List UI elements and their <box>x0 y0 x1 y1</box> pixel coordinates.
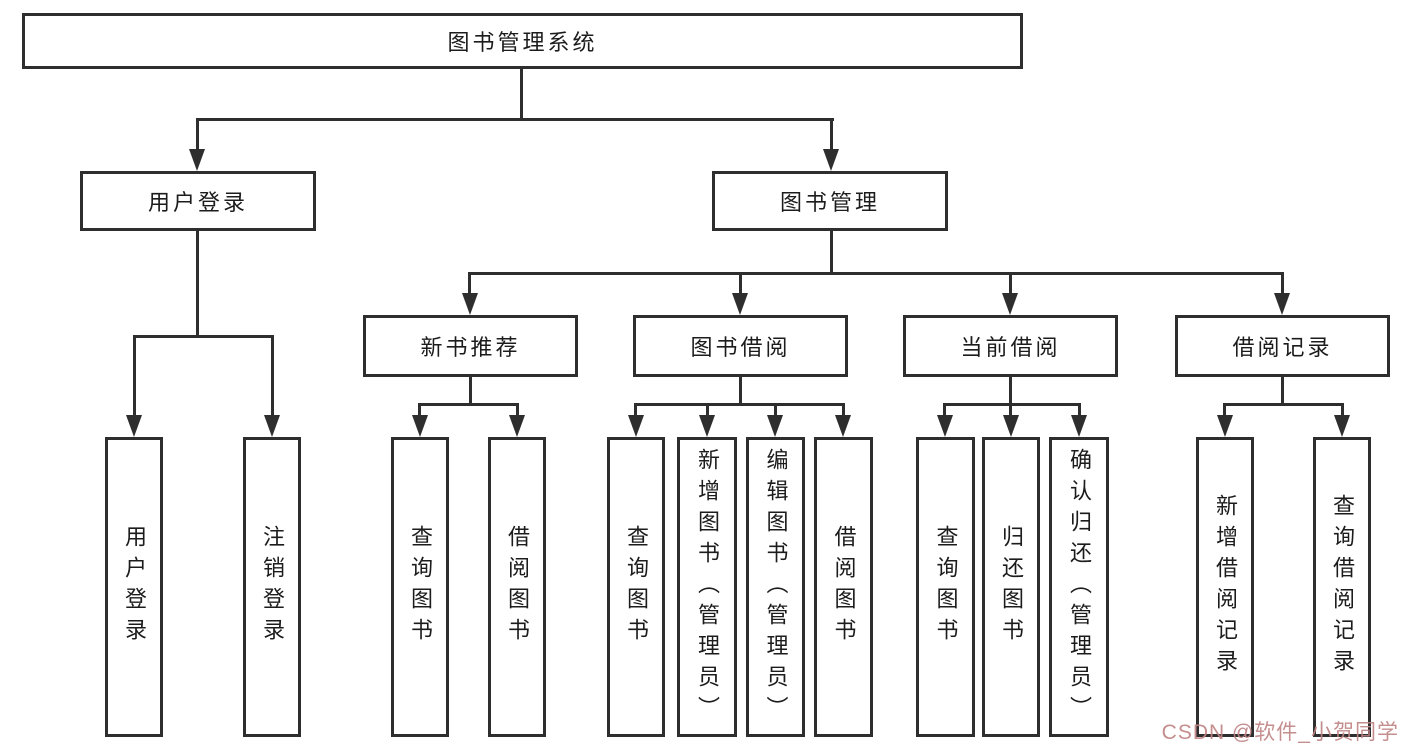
node-book-borrowing: 图书借阅 <box>633 315 848 377</box>
connector-line <box>468 272 471 295</box>
connector-line <box>133 335 136 417</box>
node-library-management-system: 图书管理系统 <box>22 13 1023 69</box>
connector-line <box>1009 272 1012 295</box>
connector-line <box>196 118 834 121</box>
leaf-query-borrow-record: 查询借阅记录 <box>1313 437 1371 737</box>
connector-line <box>1223 403 1344 406</box>
connector-line <box>739 377 742 406</box>
connector-line <box>634 403 845 406</box>
connector-line <box>842 403 845 417</box>
arrow-down-icon <box>462 293 478 315</box>
connector-line <box>418 403 421 417</box>
node-user-login: 用户登录 <box>80 171 316 231</box>
csdn-watermark: CSDN @软件_小贺同学 <box>1161 721 1399 744</box>
leaf-edit-books-admin: 编辑图书（管理员） <box>746 437 805 737</box>
arrow-down-icon <box>823 149 839 171</box>
connector-line <box>469 377 472 406</box>
arrow-down-icon <box>412 415 428 437</box>
arrow-down-icon <box>835 415 851 437</box>
connector-line <box>943 403 946 417</box>
connector-line <box>1078 403 1081 417</box>
connector-line <box>830 118 833 151</box>
connector-line <box>516 403 519 417</box>
connector-line <box>1281 272 1284 295</box>
connector-line <box>196 118 199 151</box>
connector-line <box>943 403 1081 406</box>
arrow-down-icon <box>628 415 644 437</box>
arrow-down-icon <box>1217 415 1233 437</box>
connector-line <box>418 403 519 406</box>
connector-line <box>271 335 274 417</box>
connector-line <box>830 231 833 275</box>
leaf-user-login: 用户登录 <box>105 437 163 737</box>
leaf-confirm-return-admin: 确认归还（管理员） <box>1049 437 1109 737</box>
leaf-return-books: 归还图书 <box>982 437 1040 737</box>
leaf-add-borrow-record: 新增借阅记录 <box>1196 437 1254 737</box>
node-borrowing-records: 借阅记录 <box>1175 315 1390 377</box>
node-book-management: 图书管理 <box>712 171 948 231</box>
arrow-down-icon <box>1274 293 1290 315</box>
connector-line <box>196 231 199 338</box>
leaf-query-books-current: 查询图书 <box>916 437 975 737</box>
connector-line <box>774 403 777 417</box>
node-new-book-recommend: 新书推荐 <box>363 315 578 377</box>
arrow-down-icon <box>1071 415 1087 437</box>
connector-line <box>1009 377 1012 406</box>
arrow-down-icon <box>732 293 748 315</box>
connector-line <box>739 272 742 295</box>
leaf-query-books-recommend: 查询图书 <box>391 437 449 737</box>
arrow-down-icon <box>699 415 715 437</box>
arrow-down-icon <box>767 415 783 437</box>
arrow-down-icon <box>1003 415 1019 437</box>
connector-line <box>706 403 709 417</box>
connector-line <box>634 403 637 417</box>
leaf-query-books-borrowing: 查询图书 <box>607 437 665 737</box>
arrow-down-icon <box>189 149 205 171</box>
connector-line <box>1223 403 1226 417</box>
arrow-down-icon <box>509 415 525 437</box>
arrow-down-icon <box>937 415 953 437</box>
leaf-add-books-admin: 新增图书（管理员） <box>677 437 737 737</box>
connector-line <box>1281 377 1284 406</box>
arrow-down-icon <box>1334 415 1350 437</box>
connector-line <box>520 69 523 121</box>
arrow-down-icon <box>126 415 142 437</box>
connector-line <box>1341 403 1344 417</box>
node-current-borrowing: 当前借阅 <box>903 315 1118 377</box>
connector-line <box>133 335 274 338</box>
leaf-borrow-books-borrowing: 借阅图书 <box>814 437 873 737</box>
connector-line <box>1009 403 1012 417</box>
arrow-down-icon <box>1002 293 1018 315</box>
leaf-logout-login: 注销登录 <box>243 437 301 737</box>
arrow-down-icon <box>264 415 280 437</box>
leaf-borrow-books-recommend: 借阅图书 <box>488 437 546 737</box>
connector-line <box>468 272 1284 275</box>
